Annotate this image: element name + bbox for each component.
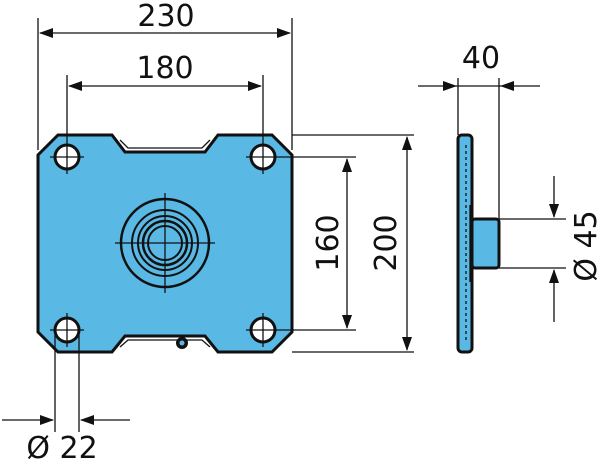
mounting-hole-top-right (246, 140, 280, 174)
mounting-hole-top-left (50, 140, 84, 174)
side-view (456, 133, 501, 354)
dim-label-40: 40 (462, 41, 500, 76)
central-boss (115, 193, 215, 293)
dimension-boss-diameter: Ø 45 (499, 176, 600, 322)
dimension-hole-spacing-horizontal: 180 (66, 51, 264, 140)
dim-label-160: 160 (311, 214, 346, 271)
dim-label-diameter-22: Ø 22 (26, 431, 97, 463)
bottom-recess-line (119, 339, 211, 348)
dim-label-180: 180 (136, 51, 193, 86)
dimension-overall-height: 200 (292, 134, 414, 353)
top-recess-line (119, 139, 211, 149)
dimension-hole-diameter: Ø 22 (2, 335, 130, 463)
front-view-plate (36, 133, 294, 354)
dimension-overall-width: 230 (37, 0, 293, 150)
dim-label-diameter-45: Ø 45 (569, 210, 600, 281)
side-boss (470, 217, 501, 270)
dim-label-230: 230 (137, 0, 194, 34)
dimension-hole-spacing-vertical: 160 (280, 156, 356, 331)
dim-label-200: 200 (369, 214, 404, 271)
lock-screw (176, 337, 188, 349)
mounting-hole-bottom-right (246, 313, 280, 347)
dimension-side-thickness: 40 (418, 41, 540, 219)
mounting-hole-bottom-left (50, 313, 84, 347)
